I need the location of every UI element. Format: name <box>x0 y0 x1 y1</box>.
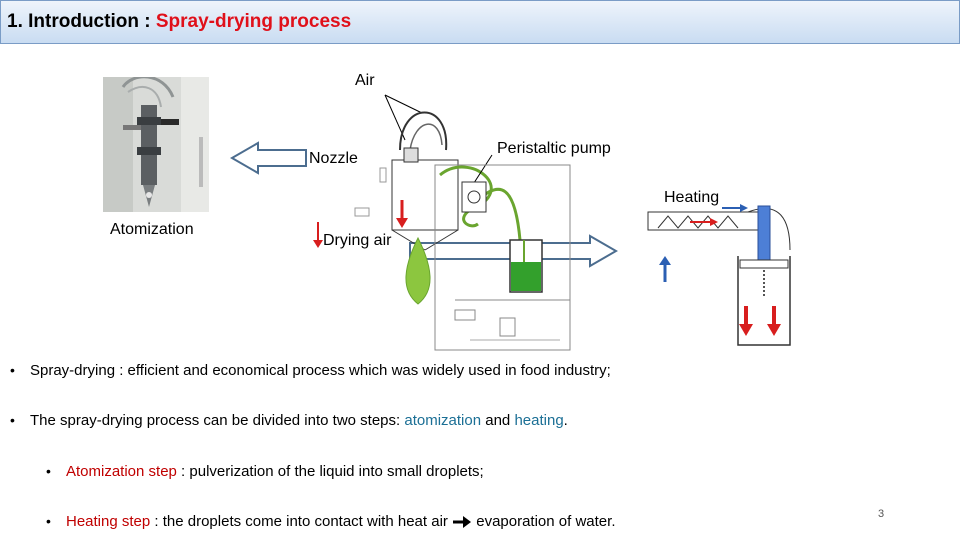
bullet-2-and: and <box>481 412 515 429</box>
term-atomization: atomization <box>404 412 482 429</box>
atomizer-photo <box>103 77 209 212</box>
sub-bullet-2: Heating step : the droplets come into co… <box>66 513 616 530</box>
peristaltic-pump-label: Peristaltic pump <box>497 140 611 157</box>
title-prefix: 1. Introduction : <box>7 11 156 32</box>
air-label: Air <box>355 72 375 89</box>
drying-air-label: Drying air <box>323 232 392 249</box>
title-accent: Spray-drying process <box>155 11 352 32</box>
sub-bullet-dot: • <box>46 463 51 479</box>
arrow-right-icon <box>453 516 472 529</box>
bullet-dot: • <box>10 362 15 378</box>
sub-bullet-2-text: : the droplets come into contact with he… <box>150 513 453 530</box>
atomization-label: Atomization <box>110 221 194 238</box>
left-double-arrow <box>229 141 307 175</box>
bullet-2-text: The spray-drying process can be divided … <box>30 412 405 429</box>
bullet-dot: • <box>10 412 15 428</box>
sub-bullet-1-text: : pulverization of the liquid into small… <box>176 463 484 480</box>
sub-bullet-2-end: evaporation of water. <box>472 513 616 530</box>
sub-bullet-1: Atomization step : pulverization of the … <box>66 463 484 480</box>
slide-title: 1. Introduction : Spray-drying process <box>7 11 351 33</box>
term-heating-step: Heating step <box>66 513 151 530</box>
spray-dryer-diagram <box>229 94 791 351</box>
sub-bullet-dot: • <box>46 513 51 529</box>
nozzle-label: Nozzle <box>309 150 358 167</box>
page-number: 3 <box>878 508 885 520</box>
bullet-1: Spray-drying : efficient and economical … <box>30 362 611 379</box>
bullet-2-end: . <box>563 412 568 429</box>
term-heating: heating <box>514 412 564 429</box>
bullet-2: The spray-drying process can be divided … <box>30 412 568 429</box>
term-atomization-step: Atomization step <box>66 463 177 480</box>
heating-label: Heating <box>664 189 720 206</box>
title-bar: 1. Introduction : Spray-drying process <box>0 0 960 44</box>
